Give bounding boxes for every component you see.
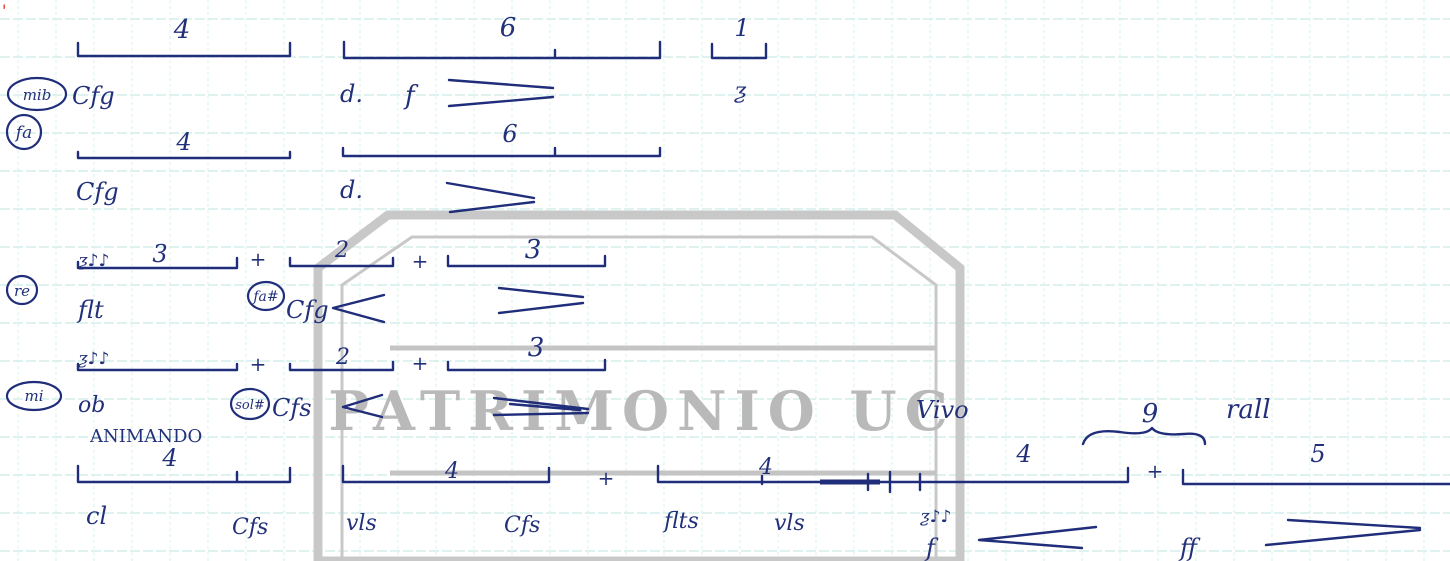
bracket bbox=[446, 358, 607, 372]
marker-circle bbox=[246, 280, 286, 312]
red-corner-mark: ' bbox=[2, 1, 6, 20]
bracket bbox=[76, 150, 292, 160]
rest-mark: ƺ♪♪ bbox=[920, 507, 951, 527]
decrescendo-hairpin bbox=[445, 181, 536, 214]
tempo-marking: ANIMANDO bbox=[89, 426, 202, 447]
bracket bbox=[76, 464, 292, 484]
count: 4 bbox=[444, 459, 459, 484]
crescendo-hairpin bbox=[331, 293, 386, 324]
tempo-marking: Vivo bbox=[916, 396, 969, 424]
plus: + bbox=[412, 351, 429, 375]
count: 3 bbox=[525, 235, 542, 265]
instrument-label: Cfs bbox=[272, 394, 312, 422]
row-mi: mi ƺ♪♪ + 2 + 3 ob sol# Cfs bbox=[5, 333, 607, 422]
row-final: ANIMANDO Vivo rall 4 4 + 4 4 9 + 5 cl Cf… bbox=[76, 395, 1450, 561]
count: 1 bbox=[734, 14, 749, 42]
decrescendo-hairpin bbox=[492, 396, 590, 417]
count: 2 bbox=[334, 238, 349, 263]
count: 3 bbox=[528, 333, 545, 363]
decrescendo-hairpin bbox=[497, 286, 585, 315]
count: 4 bbox=[173, 15, 191, 45]
count: 6 bbox=[502, 120, 517, 148]
bracket bbox=[1181, 468, 1450, 486]
half-note-mark: d. bbox=[340, 176, 363, 204]
bracket bbox=[76, 362, 239, 372]
crescendo-hairpin bbox=[341, 393, 384, 419]
watermark-seal: PATRIMONIO UC bbox=[313, 210, 965, 561]
plus: + bbox=[250, 352, 267, 376]
watermark-text: PATRIMONIO UC bbox=[328, 379, 955, 443]
instrument-label: ob bbox=[78, 393, 105, 418]
rest-mark: ƺ♪♪ bbox=[78, 349, 109, 369]
instrument-label: cl bbox=[86, 502, 107, 530]
marker-circle bbox=[229, 387, 271, 421]
instrument-label: vls bbox=[346, 511, 377, 536]
count: 4 bbox=[175, 128, 191, 156]
instrument-label: Cfg bbox=[76, 178, 119, 206]
count: 5 bbox=[1310, 440, 1325, 468]
count: 4 bbox=[1015, 440, 1031, 468]
rest-mark: ƺ bbox=[734, 79, 747, 104]
dynamic-mark: f bbox=[403, 81, 419, 111]
count: 3 bbox=[152, 240, 167, 268]
plus: + bbox=[598, 466, 615, 490]
instrument-label: Cfg bbox=[72, 82, 115, 110]
plus: + bbox=[1147, 459, 1164, 483]
half-note-mark: d. bbox=[340, 80, 363, 108]
instrument-label: flt bbox=[76, 296, 104, 324]
row-key: fa bbox=[14, 123, 32, 143]
row-key-circle bbox=[5, 380, 63, 412]
bracket bbox=[342, 40, 662, 60]
row-key: mi bbox=[24, 387, 43, 405]
count: 2 bbox=[335, 345, 350, 370]
dynamic-mark: ff bbox=[1178, 534, 1201, 561]
plus: + bbox=[412, 249, 429, 273]
row-key: mib bbox=[23, 86, 52, 104]
row-key: re bbox=[14, 282, 30, 300]
brace bbox=[1081, 426, 1207, 446]
bracket bbox=[76, 256, 239, 270]
bracket bbox=[710, 42, 768, 60]
bracket bbox=[341, 146, 662, 158]
row-mib: mib 4 6 1 Cfg d. f ƺ bbox=[6, 13, 768, 112]
decrescendo-hairpin bbox=[1264, 518, 1422, 547]
count: 9 bbox=[1142, 399, 1159, 429]
row-fa: fa 4 6 Cfg d. bbox=[5, 113, 662, 214]
decrescendo-hairpin bbox=[447, 78, 555, 108]
count: 4 bbox=[161, 444, 177, 472]
bracket bbox=[656, 464, 1130, 494]
rest-mark: ƺ♪♪ bbox=[78, 251, 109, 271]
bracket bbox=[341, 464, 551, 484]
marker-label: fa# bbox=[252, 289, 278, 305]
marker-label: sol# bbox=[235, 398, 265, 413]
row-key-circle bbox=[5, 274, 39, 306]
bracket bbox=[288, 256, 395, 268]
instrument-label: Cfg bbox=[286, 296, 329, 324]
bracket bbox=[446, 254, 607, 268]
bracket bbox=[288, 360, 395, 372]
row-key-circle bbox=[6, 76, 68, 112]
row-re: re ƺ♪♪ 3 + 2 + 3 flt fa# Cfg bbox=[5, 235, 607, 324]
crescendo-hairpin bbox=[977, 525, 1098, 550]
bracket bbox=[76, 41, 292, 58]
instrument-label: Cfs bbox=[232, 515, 268, 540]
plus: + bbox=[250, 247, 267, 271]
instrument-label: vls bbox=[774, 511, 805, 536]
instrument-label: Cfs bbox=[504, 513, 540, 538]
count: 4 bbox=[758, 455, 773, 480]
row-key-circle bbox=[5, 113, 43, 151]
instrument-label: flts bbox=[662, 509, 699, 534]
count: 6 bbox=[500, 13, 517, 43]
tempo-marking: rall bbox=[1226, 395, 1271, 425]
